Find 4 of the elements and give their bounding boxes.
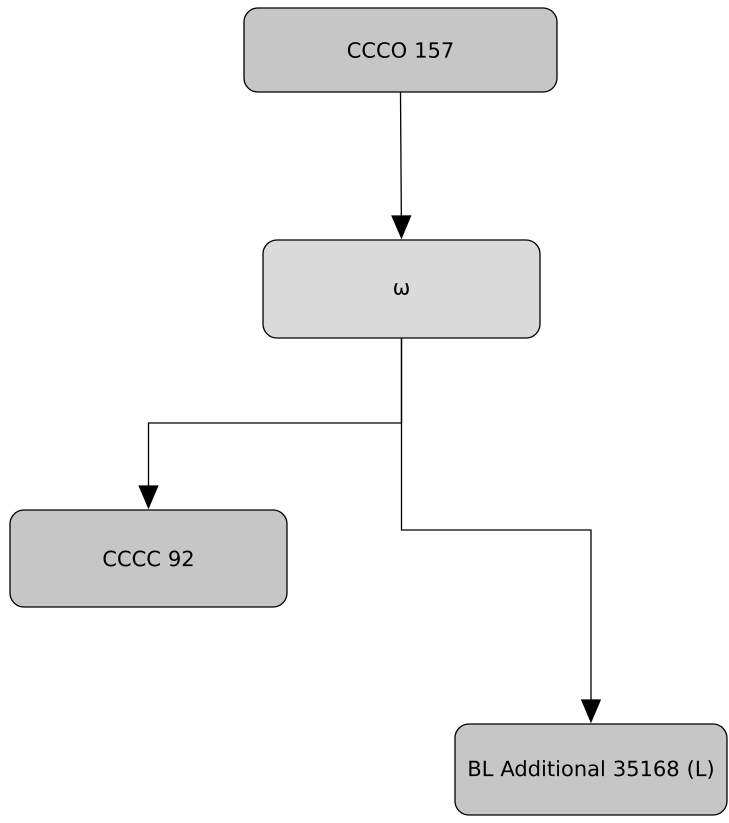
process-box: ω (262, 239, 541, 339)
process-box: CCCO 157 (243, 7, 558, 93)
process-box: CCCC 92 (9, 509, 288, 608)
process-box: BL Additional 35168 (L) (454, 723, 728, 816)
